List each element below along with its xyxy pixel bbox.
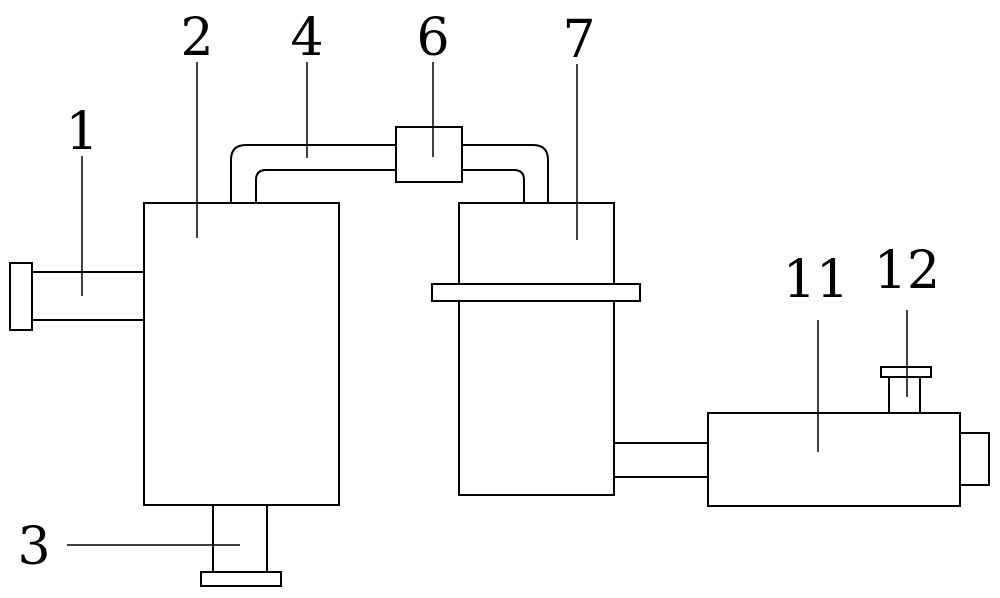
inlet-flange-1 (9, 262, 33, 331)
label-6: 6 (416, 8, 449, 68)
label-4: 4 (290, 8, 323, 68)
outlet-pipe-3 (212, 503, 268, 574)
component-6-box (395, 126, 463, 183)
label-11: 11 (783, 250, 849, 310)
cylinder-11-end-cap (959, 432, 990, 486)
pipe-7-to-11 (613, 442, 710, 478)
label-12: 12 (874, 241, 940, 301)
label-3: 3 (17, 517, 50, 577)
pipe-4 (230, 144, 397, 204)
outlet-flange-3 (200, 571, 282, 587)
port-12-neck (888, 376, 921, 414)
port-12-cap (880, 366, 932, 378)
label-1: 1 (65, 102, 98, 162)
pipe-6-to-7 (461, 144, 549, 204)
tank-2 (143, 202, 340, 506)
cylinder-11 (707, 412, 961, 507)
label-2: 2 (180, 8, 213, 68)
inlet-pipe-1 (31, 271, 145, 321)
label-7: 7 (562, 10, 595, 70)
tank-7-flange (431, 283, 641, 302)
tank-7 (458, 202, 615, 496)
